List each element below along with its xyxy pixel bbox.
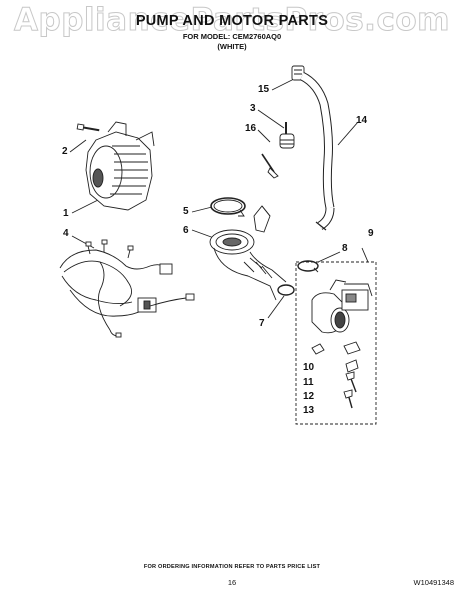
pump-assembly-boundary <box>295 261 377 425</box>
callout-2: 2 <box>62 146 68 157</box>
hose-clamp-part <box>277 284 295 296</box>
pressure-sensor-part <box>279 122 295 149</box>
callout-1: 1 <box>63 208 69 219</box>
callout-10: 10 <box>303 362 315 373</box>
callout-4: 4 <box>63 228 69 239</box>
leader-5 <box>191 206 213 213</box>
callout-5: 5 <box>183 206 189 217</box>
document-number: W10491348 <box>413 578 454 587</box>
drive-motor-part <box>85 121 155 211</box>
callout-13: 13 <box>303 405 315 416</box>
model-line: FOR MODEL: CEM2760AQ0 <box>182 32 282 41</box>
leader-16 <box>257 129 271 143</box>
callout-11: 11 <box>303 377 314 388</box>
page-number: 16 <box>227 578 237 587</box>
leader-9 <box>361 247 369 263</box>
callout-16: 16 <box>245 123 257 134</box>
pump-hardware-parts <box>311 341 361 409</box>
callout-9: 9 <box>368 228 374 239</box>
leader-15 <box>271 77 297 91</box>
color-line: (WHITE) <box>217 42 247 51</box>
callout-3: 3 <box>250 103 256 114</box>
leader-2 <box>69 139 87 153</box>
callout-6: 6 <box>183 225 189 236</box>
callout-15: 15 <box>258 84 270 95</box>
callout-8: 8 <box>342 243 348 254</box>
drain-hose-part <box>299 71 335 231</box>
leader-7 <box>267 295 285 319</box>
leader-14 <box>337 121 359 146</box>
screw-part <box>261 153 279 179</box>
drain-pump-part <box>311 279 373 334</box>
ordering-note: FOR ORDERING INFORMATION REFER TO PARTS … <box>143 564 321 570</box>
leader-1 <box>71 199 99 214</box>
page-title: PUMP AND MOTOR PARTS <box>135 13 329 29</box>
callout-14: 14 <box>356 115 368 126</box>
leader-8 <box>317 251 341 263</box>
callout-12: 12 <box>303 391 315 402</box>
pump-clamp-part <box>297 260 319 273</box>
bolt-part <box>76 123 100 132</box>
wire-harness-part <box>59 239 195 338</box>
sump-hose-part <box>209 205 287 301</box>
leader-6 <box>191 229 215 239</box>
clamp-ring-part <box>210 197 246 217</box>
leader-3 <box>257 109 285 129</box>
callout-7: 7 <box>259 318 265 329</box>
